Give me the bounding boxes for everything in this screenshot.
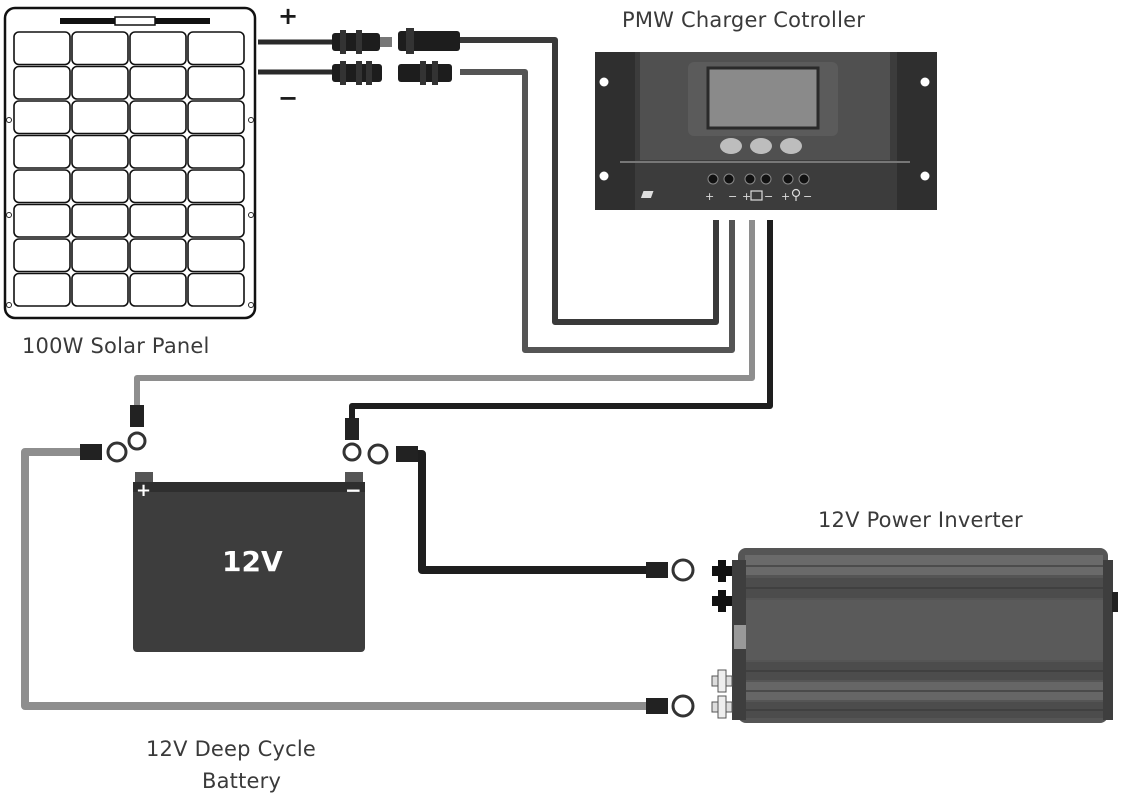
panel-cell: [13, 203, 71, 238]
panel-cell: [129, 31, 187, 66]
battery-voltage-text: 12V: [222, 545, 283, 578]
panel-cell: [71, 203, 129, 238]
panel-cell: [187, 134, 245, 169]
battery-symbol-icon: [750, 190, 763, 201]
panel-cell: [13, 272, 71, 307]
mc4-connector-icon: [332, 61, 452, 85]
panel-cell: [187, 100, 245, 135]
mc4-connector-negative: [332, 61, 452, 85]
panel-mount-holes: [6, 117, 254, 308]
terminal-polarity-1: −: [728, 190, 737, 203]
terminal-polarity-0: +: [705, 190, 714, 203]
cable-pv-negative: [460, 69, 735, 353]
panel-cell: [129, 272, 187, 307]
terminal-polarity-5: −: [803, 190, 812, 203]
ring-terminal-icon: [646, 694, 695, 718]
solar-panel-label: 100W Solar Panel: [22, 334, 210, 358]
ring-terminal-icon: [127, 405, 147, 451]
terminal-polarity-3: −: [764, 190, 773, 203]
controller-terminal-labels: + − + − + −: [640, 188, 812, 203]
panel-cell: [187, 238, 245, 273]
ring-terminals: [80, 405, 695, 718]
panel-cell: [71, 134, 129, 169]
ring-terminal-icon: [342, 418, 362, 462]
panel-cell: [71, 169, 129, 204]
panel-cell: [187, 31, 245, 66]
panel-symbol-icon: [640, 191, 654, 198]
charge-controller-label: PMW Charger Cotroller: [622, 8, 866, 32]
cable-battery-negative: [349, 220, 773, 420]
panel-cell: [129, 238, 187, 273]
panel-cell: [13, 31, 71, 66]
battery-negative-sign: −: [345, 478, 362, 502]
panel-negative-sign: −: [278, 84, 299, 112]
cables: [21, 37, 773, 710]
cable-inverter-positive: [21, 448, 650, 710]
panel-cell: [129, 203, 187, 238]
terminal-polarity-4: +: [781, 190, 790, 203]
panel-positive-sign: +: [278, 2, 299, 30]
battery-label-line1: 12V Deep Cycle: [146, 737, 316, 761]
inverter-terminals: [711, 560, 733, 719]
panel-cell: [187, 65, 245, 100]
cable-pv-positive: [460, 37, 719, 325]
cable-battery-positive: [134, 220, 755, 420]
panel-cell: [71, 31, 129, 66]
panel-cell: [129, 65, 187, 100]
panel-cell: [13, 169, 71, 204]
inverter-label: 12V Power Inverter: [818, 508, 1023, 532]
panel-cell: [71, 100, 129, 135]
panel-cell: [187, 169, 245, 204]
panel-cell: [13, 238, 71, 273]
panel-cell-grid: [13, 31, 245, 307]
terminal-polarity-2: +: [742, 190, 751, 203]
panel-cell: [13, 65, 71, 100]
panel-cell: [13, 134, 71, 169]
panel-cell: [13, 100, 71, 135]
panel-cell: [71, 238, 129, 273]
panel-cell: [187, 272, 245, 307]
ring-terminal-icon: [367, 443, 418, 465]
mc4-connector-icon: [332, 28, 460, 54]
panel-cell: [129, 134, 187, 169]
battery-positive-sign: +: [136, 480, 152, 501]
lamp-symbol-icon: [791, 188, 801, 198]
cable-inverter-negative: [410, 450, 650, 574]
ring-terminal-icon: [80, 441, 128, 463]
inverter-icon: [711, 548, 1118, 723]
panel-cell: [129, 100, 187, 135]
panel-cell: [71, 65, 129, 100]
battery-label-line2: Battery: [202, 769, 282, 793]
panel-cell: [71, 272, 129, 307]
panel-cell: [187, 203, 245, 238]
solar-panel-icon: [3, 6, 257, 320]
panel-cell: [129, 169, 187, 204]
battery-icon: [133, 472, 365, 652]
ring-terminal-icon: [646, 558, 695, 582]
controller-terminals: [707, 173, 810, 185]
mc4-connector-positive: [332, 28, 460, 54]
charge-controller-icon: + − + − + −: [595, 52, 937, 210]
